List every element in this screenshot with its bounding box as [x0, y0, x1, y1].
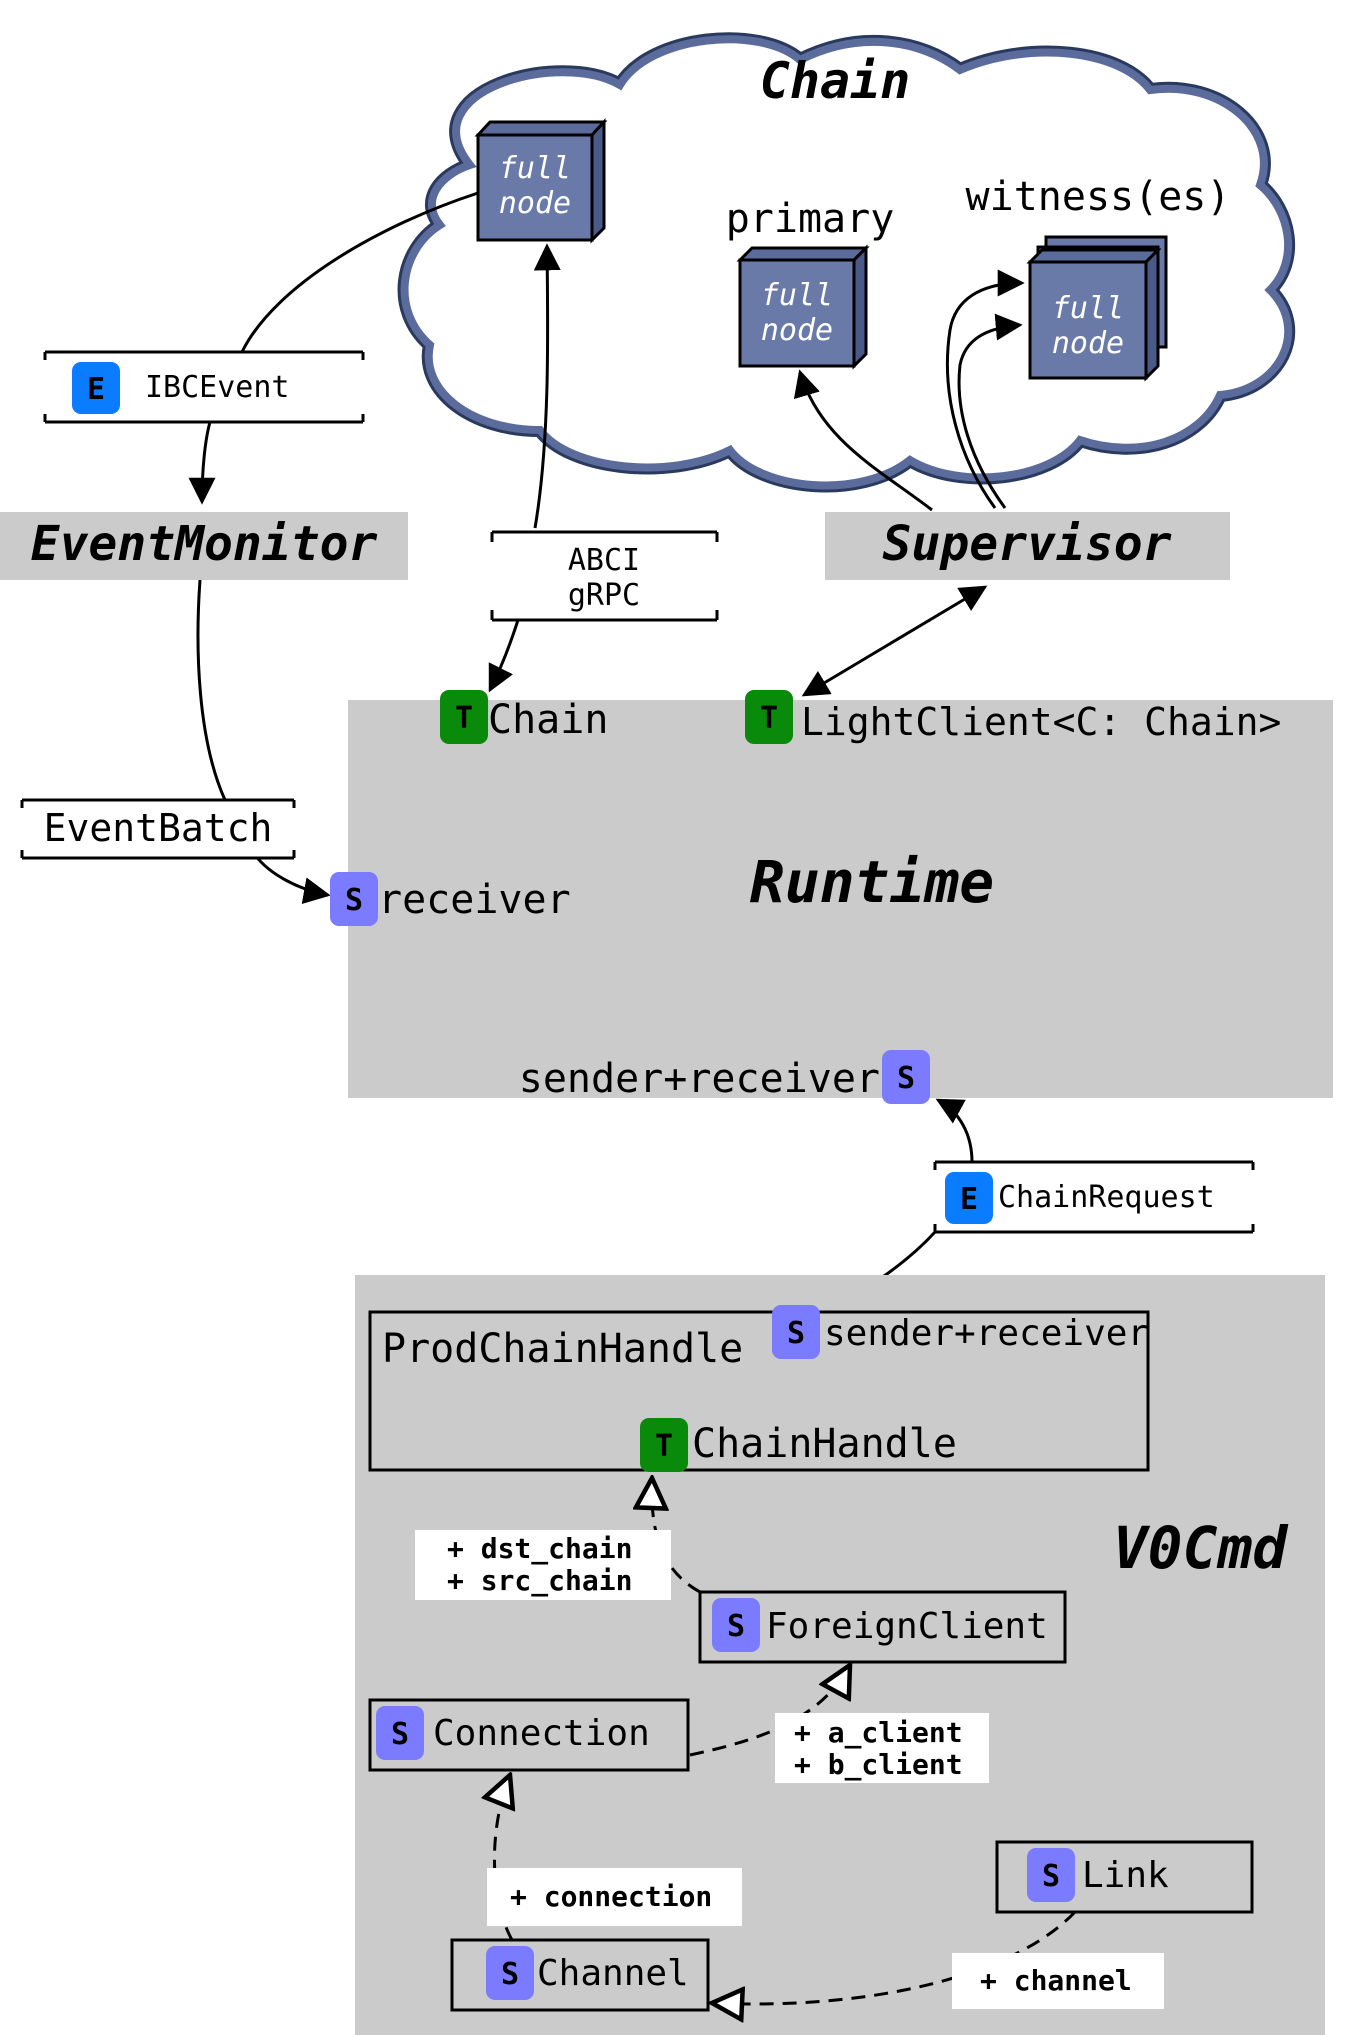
abci-label: ABCI	[568, 543, 640, 578]
runtime-chain-label: Chain	[488, 697, 608, 743]
ibcevent-message: E IBCEvent	[43, 350, 365, 424]
chainrequest-badge	[945, 1172, 993, 1224]
witness-line1: full	[1052, 291, 1124, 326]
dst-chain-label: + dst_chain	[447, 1532, 632, 1565]
clients-label-bg	[775, 1713, 989, 1783]
foreign-client-badge-letter: S	[727, 1609, 745, 1644]
eventbatch-label: EventBatch	[44, 806, 273, 850]
witness-line2: node	[1052, 326, 1124, 361]
eventmonitor-to-eventbatch-line	[196, 579, 227, 801]
prod-chain-handle-box	[368, 1310, 1150, 1472]
runtime-sender-receiver-badge-letter: S	[897, 1061, 915, 1096]
ibcevent-to-eventmonitor-arrow	[188, 421, 216, 505]
connection-badge	[376, 1706, 424, 1760]
connection-rel-label-bg	[487, 1868, 742, 1926]
chainrequest-message: E ChainRequest	[933, 1160, 1255, 1234]
connection-box	[368, 1698, 690, 1772]
runtime-label: Runtime	[750, 848, 994, 916]
supervisor-to-witness-arrow-1	[946, 269, 1025, 509]
foreign-client-label: ForeignClient	[766, 1606, 1048, 1647]
ibcevent-badge	[72, 362, 120, 414]
primary-label: primary	[726, 196, 895, 242]
runtime-receiver-label: receiver	[378, 877, 571, 923]
connection-badge-letter: S	[391, 1717, 409, 1752]
grpc-label: gRPC	[568, 578, 640, 613]
runtime-chain-badge-letter: T	[455, 701, 473, 736]
src-chain-label: + src_chain	[447, 1564, 632, 1597]
foreign-client-badge	[712, 1598, 760, 1652]
eventbatch-message: EventBatch	[20, 798, 296, 860]
link-badge	[1027, 1848, 1075, 1902]
event-monitor: EventMonitor	[0, 512, 408, 580]
link-label: Link	[1082, 1855, 1169, 1896]
ibcevent-badge-letter: E	[87, 372, 105, 407]
primary-line2: node	[761, 313, 833, 348]
witnesses-label: witness(es)	[966, 174, 1231, 220]
runtime-lightclient-badge	[745, 690, 793, 744]
connectors-top	[188, 191, 1025, 1315]
runtime-chain-badge	[440, 690, 488, 744]
primary-full-node: full node	[736, 244, 870, 370]
chain-handle-badge	[640, 1418, 688, 1472]
link-box	[995, 1840, 1254, 1914]
supervisor-to-witness-arrow-2	[957, 313, 1023, 509]
abci-to-chain-arrow	[488, 619, 520, 693]
b-client-label: + b_client	[794, 1748, 963, 1781]
runtime-lightclient-badge-letter: T	[760, 701, 778, 736]
foreign-client-box	[698, 1590, 1067, 1664]
prod-sender-receiver-badge	[772, 1305, 820, 1359]
channel-box	[450, 1938, 710, 2012]
full-node-1-line2: node	[499, 186, 571, 221]
link-badge-letter: S	[1042, 1859, 1060, 1894]
link-to-channel	[712, 1910, 1077, 2004]
primary-line1: full	[761, 278, 833, 313]
channel-badge-letter: S	[501, 1957, 519, 1992]
runtime-sender-receiver-label: sender+receiver	[519, 1056, 880, 1102]
witness-full-nodes: full node	[1026, 235, 1168, 382]
runtime-receiver-badge-letter: S	[345, 883, 363, 918]
chainrequest-label: ChainRequest	[998, 1180, 1215, 1215]
chainrequest-to-runtime-arrow	[935, 1098, 974, 1163]
supervisor-lightclient-arrow	[801, 585, 988, 697]
ibcevent-label: IBCEvent	[145, 370, 290, 405]
runtime-lightclient-label: LightClient<C: Chain>	[801, 700, 1281, 744]
chainrequest-badge-letter: E	[960, 1182, 978, 1217]
fullnode-to-ibcevent-line	[240, 191, 479, 353]
supervisor-label: Supervisor	[883, 516, 1172, 572]
full-node-1: full node	[474, 118, 608, 244]
chain-handle-badge-letter: T	[655, 1429, 673, 1464]
chain-cloud-title: Chain	[760, 52, 911, 110]
a-client-label: + a_client	[794, 1716, 963, 1749]
channel-rel-label: + channel	[980, 1964, 1132, 1997]
prod-sender-receiver-badge-letter: S	[787, 1316, 805, 1351]
chain-handle-label: ChainHandle	[692, 1421, 957, 1467]
runtime-panel: Runtime T Chain T LightClient<C: Chain> …	[330, 690, 1333, 1104]
abci-grpc-message: ABCI gRPC	[490, 530, 719, 622]
eventbatch-to-receiver-arrow	[253, 854, 331, 905]
prod-sender-receiver-label: sender+receiver	[824, 1313, 1149, 1354]
supervisor: Supervisor	[825, 512, 1230, 580]
event-monitor-label: EventMonitor	[31, 516, 378, 572]
runtime-receiver-badge	[330, 872, 378, 926]
dst-src-label-bg	[415, 1530, 671, 1600]
connection-rel-label: + connection	[510, 1880, 712, 1913]
prod-chain-handle-label: ProdChainHandle	[382, 1326, 743, 1372]
v0cmd-label: V0Cmd	[1113, 1514, 1290, 1582]
channel-badge	[486, 1946, 534, 2000]
runtime-sender-receiver-badge	[882, 1050, 930, 1104]
channel-rel-label-bg	[952, 1953, 1164, 2009]
full-node-1-line1: full	[499, 151, 571, 186]
channel-label: Channel	[537, 1953, 689, 1994]
abci-to-fullnode-arrow	[533, 243, 561, 529]
supervisor-to-primary-arrow	[793, 369, 933, 512]
v0cmd-panel: V0Cmd ProdChainHandle S sender+receiver …	[355, 1275, 1325, 2035]
connection-label: Connection	[433, 1713, 650, 1754]
channel-to-connection	[494, 1775, 512, 1941]
